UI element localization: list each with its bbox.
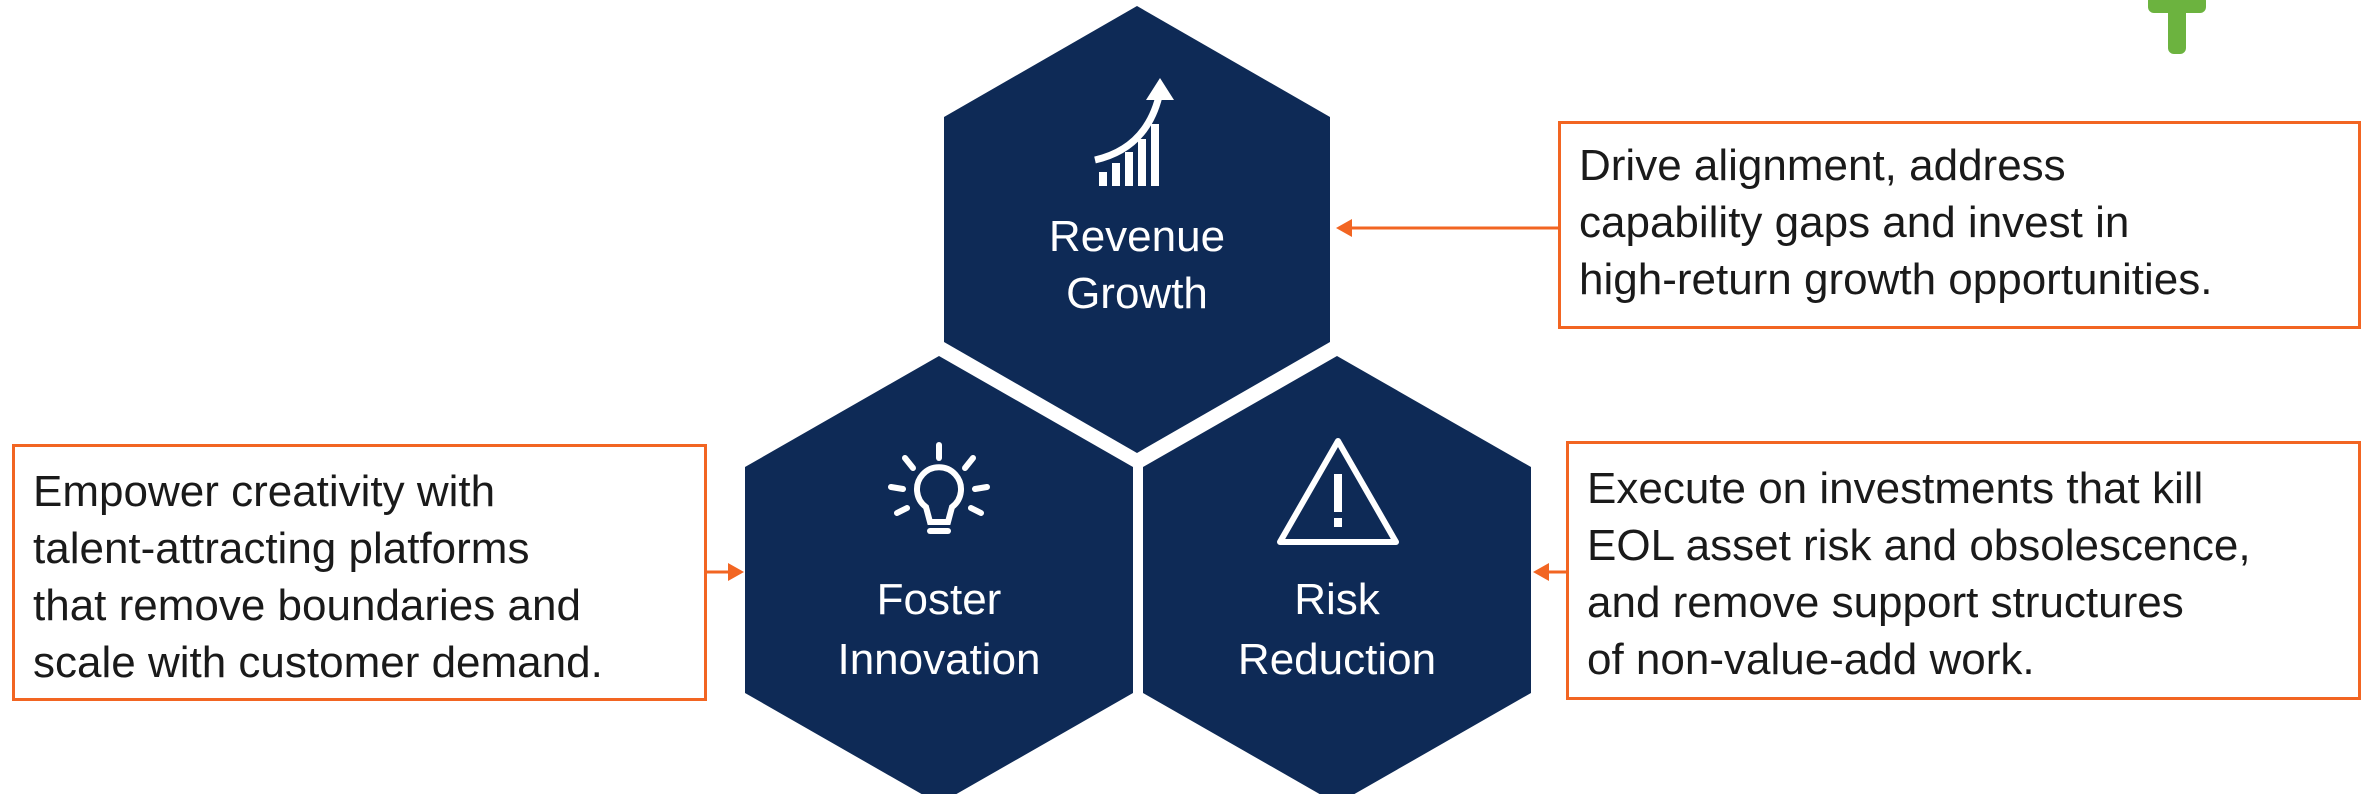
callout-foster-innovation: Empower creativity with talent-attractin…: [12, 444, 707, 701]
arrow-risk-callout: [1533, 563, 1566, 581]
callout-line: Empower creativity with: [33, 467, 496, 516]
callout-line: Drive alignment, address: [1579, 141, 2066, 190]
hexagon-title-line-2: Growth: [1066, 269, 1208, 318]
hexagon-title-line-1: Foster: [877, 575, 1002, 624]
callout-line: Execute on investments that kill: [1587, 464, 2204, 513]
warning-triangle-icon: [1277, 438, 1399, 545]
plus-icon: [2148, 0, 2206, 54]
callout-risk-reduction: Execute on investments that kill EOL ass…: [1566, 441, 2361, 700]
hexagon-title-line-1: Risk: [1294, 575, 1381, 624]
callout-line: EOL asset risk and obsolescence,: [1587, 521, 2251, 570]
hexagon-title-line-2: Innovation: [837, 635, 1040, 684]
hexagon-revenue-growth: Revenue Growth: [944, 6, 1330, 453]
callout-line: of non-value-add work.: [1587, 635, 2035, 684]
callout-line: talent-attracting platforms: [33, 524, 530, 573]
hexagon-foster-innovation: Foster Innovation: [745, 356, 1133, 794]
callout-line: high-return growth opportunities.: [1579, 255, 2213, 304]
hexagon-risk-reduction: Risk Reduction: [1143, 356, 1531, 794]
hexagon-title-line-2: Reduction: [1238, 635, 1436, 684]
callout-line: that remove boundaries and: [33, 581, 581, 630]
callout-line: scale with customer demand.: [33, 638, 603, 687]
lightbulb-icon: [888, 442, 990, 534]
callout-revenue-growth: Drive alignment, address capability gaps…: [1558, 121, 2361, 329]
arrow-innovation-callout: [707, 563, 744, 581]
callout-line: and remove support structures: [1587, 578, 2184, 627]
rising-chart-icon: [1094, 78, 1174, 186]
callout-line: capability gaps and invest in: [1579, 198, 2130, 247]
hexagon-title-line-1: Revenue: [1049, 212, 1225, 261]
arrow-revenue-callout: [1336, 219, 1558, 237]
